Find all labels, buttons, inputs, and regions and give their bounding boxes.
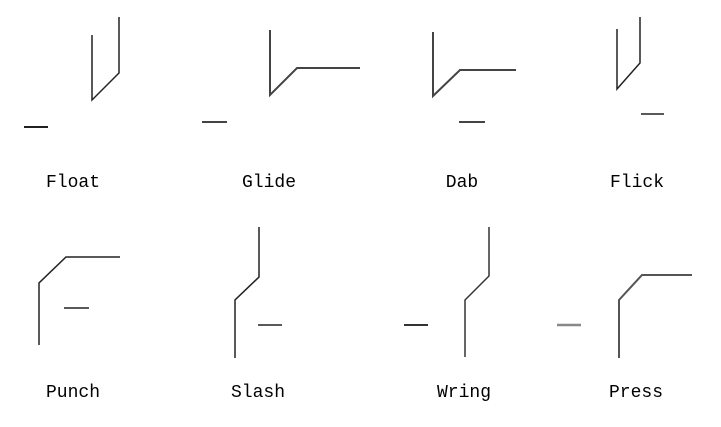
glyph-slash [234,227,282,358]
label-wring: Wring [436,383,492,403]
glyph-float [24,17,120,128]
label-punch: Punch [45,383,101,403]
label-slash: Slash [230,383,286,403]
label-dab: Dab [445,173,479,193]
glyph-flick [616,17,664,115]
label-glide: Glide [241,173,297,193]
label-float: Float [45,173,101,193]
label-press: Press [608,383,664,403]
glyph-wring [404,227,490,357]
glyph-glide [202,30,360,123]
glyph-press [557,274,692,358]
label-flick: Flick [609,173,665,193]
glyph-dab [432,32,516,123]
glyph-punch [38,256,120,345]
